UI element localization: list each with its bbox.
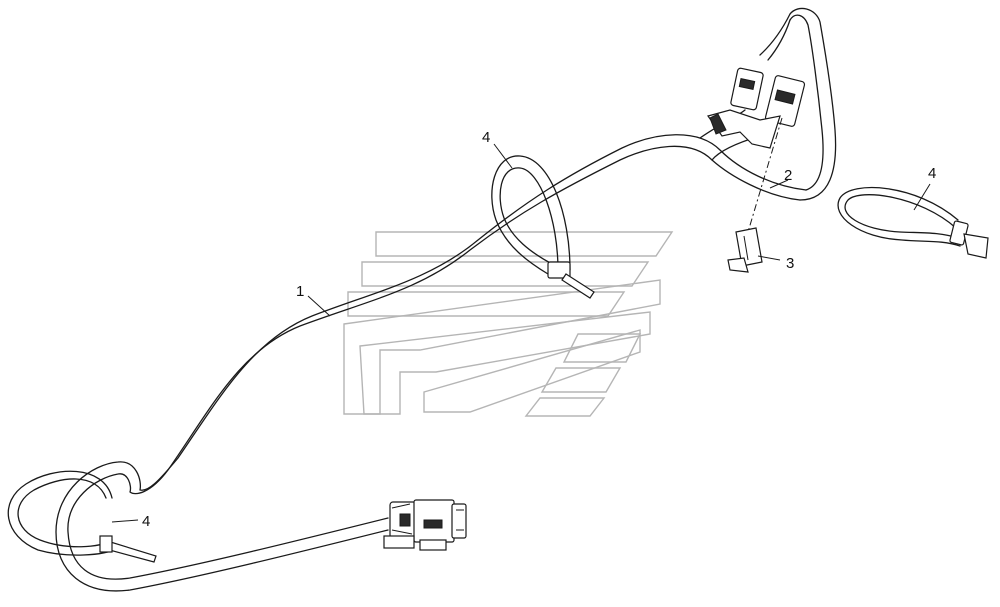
leader-lines <box>111 143 931 523</box>
callout-4-tie-center: 4 <box>482 129 490 146</box>
clip <box>727 227 763 273</box>
callout-3-clip: 3 <box>786 255 794 272</box>
callout-2-connector-seal: 2 <box>784 167 792 184</box>
watermark-logo <box>343 231 674 417</box>
callout-4-tie-left: 4 <box>142 513 150 530</box>
callout-1-harness: 1 <box>296 283 304 300</box>
cable-tie-center <box>491 155 595 299</box>
cable-tie-left <box>7 470 157 563</box>
wiring-harness <box>55 7 837 592</box>
callout-4-tie-right: 4 <box>928 165 936 182</box>
upper-connector-seal <box>707 67 806 149</box>
cable-tie-right <box>837 187 989 259</box>
assembly-line <box>747 117 783 233</box>
lower-connector <box>383 499 467 551</box>
